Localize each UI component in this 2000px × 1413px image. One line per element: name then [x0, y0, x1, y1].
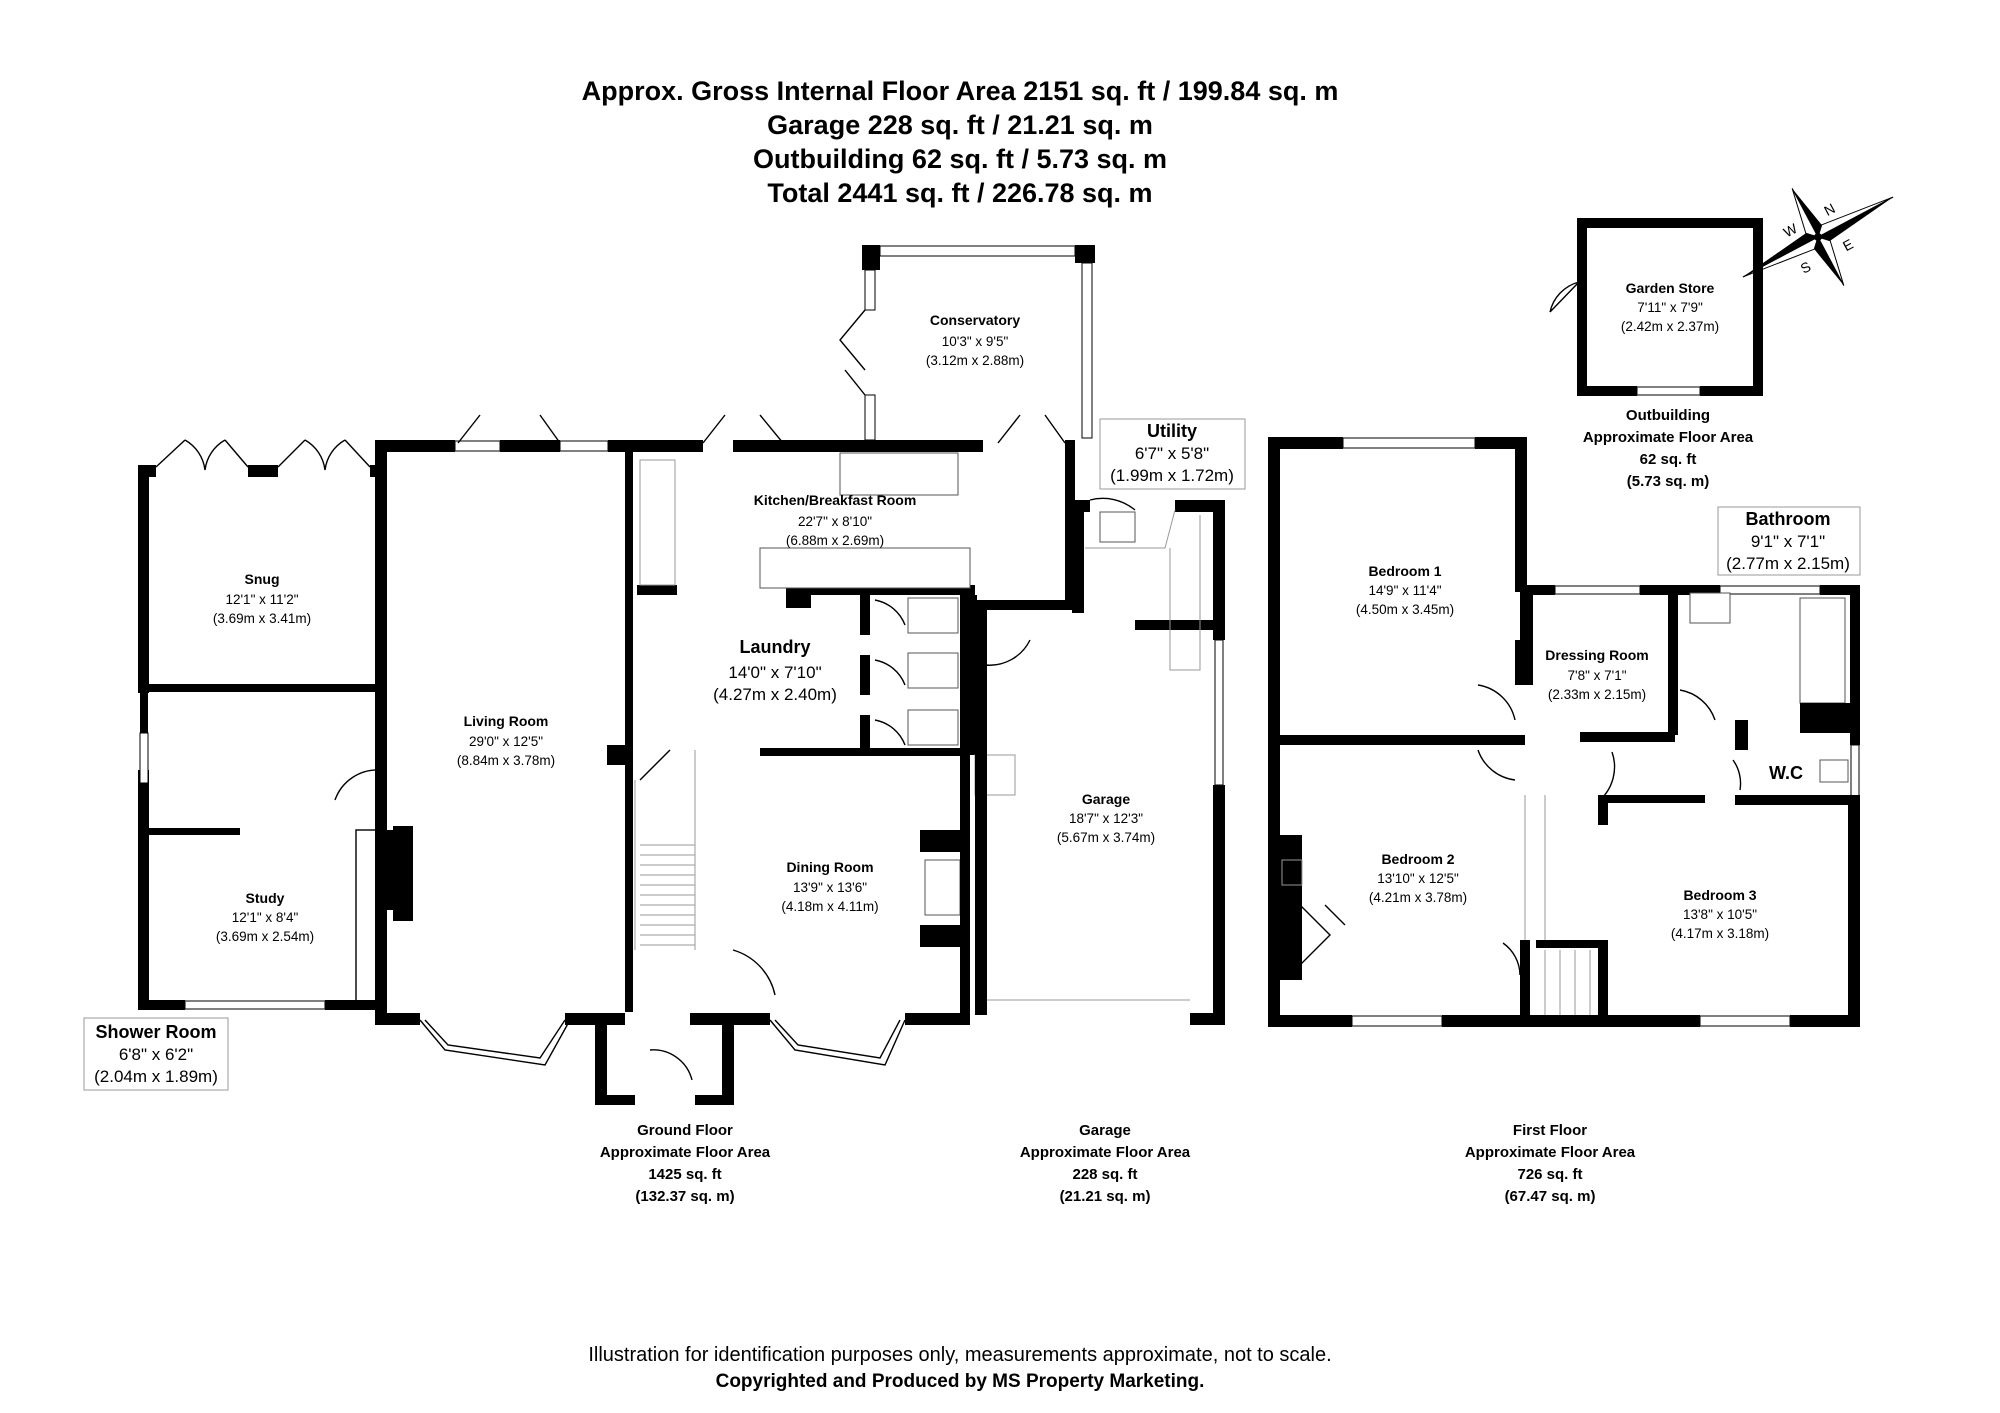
- room-name-shower: Shower Room: [95, 1022, 216, 1042]
- room-imperial-snug: 12'1" x 11'2": [225, 592, 298, 607]
- svg-text:1425 sq. ft: 1425 sq. ft: [648, 1166, 721, 1183]
- room-metric-living: (8.84m x 3.78m): [457, 753, 555, 768]
- room-name-dressing: Dressing Room: [1545, 647, 1648, 663]
- room-imperial-garage: 18'7" x 12'3": [1069, 811, 1143, 826]
- svg-text:Outbuilding: Outbuilding: [1626, 407, 1710, 424]
- room-name-bedroom2: Bedroom 2: [1381, 851, 1454, 867]
- room-name-conservatory: Conservatory: [930, 312, 1020, 328]
- header: Approx. Gross Internal Floor Area 2151 s…: [582, 76, 1339, 208]
- room-metric-kitchen: (6.88m x 2.69m): [786, 533, 884, 548]
- svg-text:(21.21 sq. m): (21.21 sq. m): [1060, 1188, 1151, 1205]
- header-garage-area: Garage 228 sq. ft / 21.21 sq. m: [767, 110, 1153, 140]
- svg-text:Approximate Floor Area: Approximate Floor Area: [1465, 1144, 1636, 1161]
- room-imperial-kitchen: 22'7" x 8'10": [798, 514, 872, 529]
- footer: Illustration for identification purposes…: [588, 1344, 1331, 1392]
- room-imperial-bedroom1: 14'9" x 11'4": [1368, 583, 1441, 598]
- svg-text:(5.73 sq. m): (5.73 sq. m): [1627, 473, 1710, 490]
- svg-text:Approximate Floor Area: Approximate Floor Area: [1020, 1144, 1191, 1161]
- room-metric-bathroom: (2.77m x 2.15m): [1726, 554, 1850, 573]
- first-floor-plan: [1268, 437, 1860, 1027]
- garage-plan: [975, 497, 1225, 1025]
- svg-text:(67.47 sq. m): (67.47 sq. m): [1505, 1188, 1596, 1205]
- room-imperial-shower: 6'8" x 6'2": [119, 1045, 193, 1064]
- room-imperial-living: 29'0" x 12'5": [469, 734, 543, 749]
- room-metric-garden-store: (2.42m x 2.37m): [1621, 319, 1719, 334]
- room-imperial-garden-store: 7'11" x 7'9": [1637, 300, 1703, 315]
- room-metric-utility: (1.99m x 1.72m): [1110, 466, 1234, 485]
- compass-n: N: [1821, 200, 1837, 219]
- header-outbuilding-area: Outbuilding 62 sq. ft / 5.73 sq. m: [753, 144, 1167, 174]
- outbuilding-plan: [1549, 218, 1763, 396]
- svg-text:Approximate Floor Area: Approximate Floor Area: [1583, 429, 1754, 446]
- svg-text:62 sq. ft: 62 sq. ft: [1640, 451, 1697, 468]
- compass-s: S: [1798, 258, 1814, 277]
- room-imperial-laundry: 14'0" x 7'10": [728, 663, 821, 682]
- room-metric-bedroom1: (4.50m x 3.45m): [1356, 602, 1454, 617]
- room-metric-shower: (2.04m x 1.89m): [94, 1067, 218, 1086]
- room-metric-laundry: (4.27m x 2.40m): [713, 685, 837, 704]
- room-name-garden-store: Garden Store: [1626, 280, 1715, 296]
- room-imperial-utility: 6'7" x 5'8": [1135, 444, 1209, 463]
- svg-text:Approximate Floor Area: Approximate Floor Area: [600, 1144, 771, 1161]
- svg-text:(132.37 sq. m): (132.37 sq. m): [635, 1188, 734, 1205]
- room-imperial-dining: 13'9" x 13'6": [793, 880, 867, 895]
- svg-text:228 sq. ft: 228 sq. ft: [1072, 1166, 1137, 1183]
- room-metric-conservatory: (3.12m x 2.88m): [926, 353, 1024, 368]
- room-imperial-bedroom3: 13'8" x 10'5": [1683, 907, 1757, 922]
- room-name-garage: Garage: [1082, 791, 1130, 807]
- room-metric-dining: (4.18m x 4.11m): [781, 899, 878, 914]
- room-metric-study: (3.69m x 2.54m): [216, 929, 314, 944]
- svg-text:First Floor: First Floor: [1513, 1122, 1587, 1139]
- svg-text:Garage: Garage: [1079, 1122, 1131, 1139]
- room-metric-snug: (3.69m x 3.41m): [213, 611, 311, 626]
- ground-floor-plan: [138, 245, 1095, 1105]
- compass-e: E: [1840, 236, 1856, 255]
- header-total-area: Total 2441 sq. ft / 226.78 sq. m: [767, 178, 1152, 208]
- room-metric-bedroom2: (4.21m x 3.78m): [1369, 890, 1467, 905]
- room-name-study: Study: [246, 890, 285, 906]
- room-imperial-dressing: 7'8" x 7'1": [1567, 668, 1626, 683]
- room-name-snug: Snug: [245, 571, 280, 587]
- room-name-kitchen: Kitchen/Breakfast Room: [754, 492, 917, 508]
- room-metric-dressing: (2.33m x 2.15m): [1548, 687, 1646, 702]
- compass-icon: W N S E: [1742, 188, 1894, 286]
- svg-text:Ground Floor: Ground Floor: [637, 1122, 733, 1139]
- room-imperial-conservatory: 10'3" x 9'5": [942, 334, 1009, 349]
- room-name-utility: Utility: [1147, 421, 1197, 441]
- garage-floor-area: Garage Approximate Floor Area 228 sq. ft…: [1020, 1122, 1191, 1205]
- room-name-living: Living Room: [464, 713, 549, 729]
- room-name-laundry: Laundry: [739, 637, 810, 657]
- room-metric-garage: (5.67m x 3.74m): [1057, 830, 1155, 845]
- header-gross-area: Approx. Gross Internal Floor Area 2151 s…: [582, 76, 1339, 106]
- compass-w: W: [1781, 220, 1801, 241]
- room-name-bathroom: Bathroom: [1746, 509, 1831, 529]
- outbuilding-floor-area: Outbuilding Approximate Floor Area 62 sq…: [1583, 407, 1754, 490]
- ground-floor-area: Ground Floor Approximate Floor Area 1425…: [600, 1122, 771, 1205]
- room-labels: Conservatory 10'3" x 9'5" (3.12m x 2.88m…: [83, 280, 1861, 1091]
- svg-text:726 sq. ft: 726 sq. ft: [1517, 1166, 1582, 1183]
- room-name-bedroom1: Bedroom 1: [1368, 563, 1441, 579]
- room-imperial-bedroom2: 13'10" x 12'5": [1377, 871, 1459, 886]
- copyright: Copyrighted and Produced by MS Property …: [716, 1371, 1205, 1392]
- floor-area-labels: Ground Floor Approximate Floor Area 1425…: [600, 407, 1754, 1205]
- first-floor-area: First Floor Approximate Floor Area 726 s…: [1465, 1122, 1636, 1205]
- room-imperial-study: 12'1" x 8'4": [232, 910, 299, 925]
- room-name-dining: Dining Room: [786, 859, 873, 875]
- room-name-bedroom3: Bedroom 3: [1683, 887, 1756, 903]
- room-name-wc: W.C: [1769, 763, 1803, 783]
- room-metric-bedroom3: (4.17m x 3.18m): [1671, 926, 1769, 941]
- room-imperial-bathroom: 9'1" x 7'1": [1751, 532, 1825, 551]
- disclaimer: Illustration for identification purposes…: [588, 1344, 1331, 1366]
